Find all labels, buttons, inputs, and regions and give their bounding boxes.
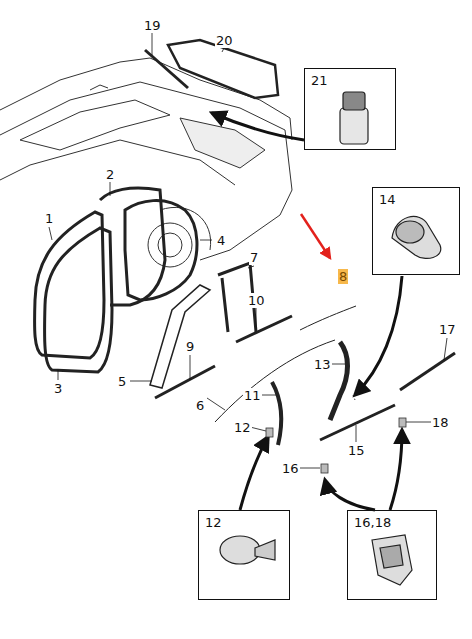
callout-number: 8 (338, 269, 348, 284)
callout-number: 21 (311, 73, 328, 88)
callout-number: 5 (117, 374, 127, 389)
callout-number: 16 (281, 461, 300, 476)
callout-number: 6 (195, 398, 205, 413)
callout-number: 17 (438, 322, 457, 337)
callout-number: 10 (247, 293, 266, 308)
callout-number: 20 (215, 33, 234, 48)
door-seals (35, 40, 455, 445)
callout-number: 2 (105, 167, 115, 182)
leader-lines (49, 33, 447, 468)
callout-number: 11 (243, 388, 262, 403)
callout-number: 15 (347, 443, 366, 458)
callout-number: 13 (313, 357, 332, 372)
callout-number: 4 (216, 233, 226, 248)
callout-box: 12 (198, 510, 290, 600)
car-body (0, 58, 292, 267)
callout-number: 1 (44, 211, 54, 226)
callout-number: 14 (379, 192, 396, 207)
callout-arrows (212, 113, 402, 510)
callout-number: 16,18 (354, 515, 391, 530)
part-icons (220, 92, 441, 585)
callout-number: 3 (53, 381, 63, 396)
callout-box: 14 (372, 187, 460, 275)
callout-number: 12 (233, 420, 252, 435)
callout-number: 9 (185, 339, 195, 354)
callout-box: 21 (304, 68, 396, 150)
callout-number: 19 (143, 18, 162, 33)
callout-box: 16,18 (347, 510, 437, 600)
callout-number: 18 (431, 415, 450, 430)
callout-number: 12 (205, 515, 222, 530)
callout-number: 7 (249, 250, 259, 265)
highlight-arrow (301, 214, 330, 258)
